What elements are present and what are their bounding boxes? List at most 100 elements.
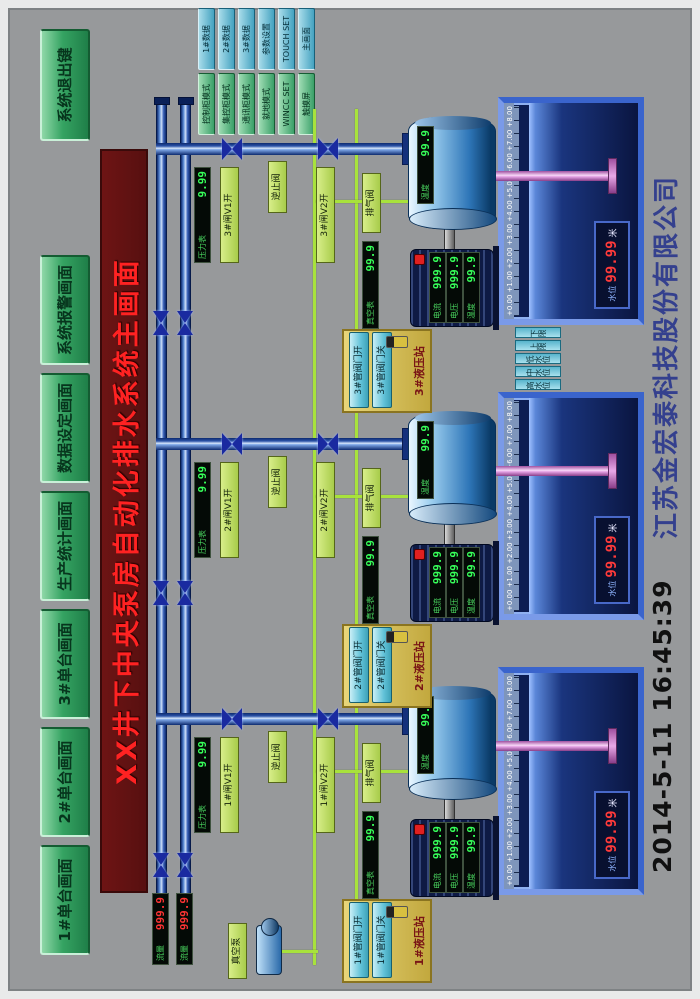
hydraulic-station-panel: 3#管阀门开 3#管阀门关 3#液压站: [342, 329, 432, 413]
motor-current-display: 电流 999.9: [429, 547, 446, 618]
current-label: 电流: [433, 873, 442, 889]
voltage-label: 电压: [450, 598, 459, 614]
nav-button-6[interactable]: 系统报警画面: [40, 255, 90, 365]
gate-valve1-status: 3#闸V1开: [220, 167, 239, 263]
level-scale: +0.00+1.00+2.00+3.00+4.00+5.00+6.00+7.00…: [504, 103, 514, 319]
check-valve-label: 逆止阀: [268, 731, 287, 783]
pump-temp-label: 温度: [421, 754, 430, 770]
pump-riser-pipe: [156, 143, 408, 155]
nav-button-2[interactable]: 2#单台画面: [40, 727, 90, 837]
gate-valve-icon: [222, 708, 242, 730]
water-level-readout: 水位 99.99 米: [594, 221, 630, 309]
level-scale-label: +2.00: [506, 247, 514, 269]
hydraulic-station-panel: 2#管阀门开 2#管阀门关 2#液压站: [342, 624, 432, 708]
vacuum-label: 真空表: [366, 301, 375, 325]
nav-button-4[interactable]: 生产统计画面: [40, 491, 90, 601]
level-marker-button[interactable]: 中水位: [515, 366, 561, 377]
hydraulic-station-title: 3#液压站: [413, 346, 426, 396]
mode-button[interactable]: 主画面: [298, 8, 315, 70]
current-value: 999.9: [431, 256, 444, 290]
mode-button[interactable]: 1#数据: [198, 8, 215, 70]
motor-graphic: 电流 999.9 电压 999.9 温度 99.9: [410, 544, 494, 622]
pressure-label: 压力表: [198, 530, 207, 554]
level-scale-label: +8.00: [506, 106, 514, 128]
level-scale-label: +1.00: [506, 840, 514, 863]
level-marker-strip: 高水位 中水位 低水位 上限 下限: [515, 327, 561, 390]
suction-strainer: [608, 158, 617, 194]
gate-valve2-status: 3#闸V2开: [316, 167, 335, 263]
nav-button-3[interactable]: 3#单台画面: [40, 609, 90, 719]
water-level-readout: 水位 99.99 米: [594, 516, 630, 604]
current-value: 999.9: [431, 826, 444, 860]
voltage-value: 999.9: [448, 826, 461, 860]
water-sump-panel: +0.00+1.00+2.00+3.00+4.00+5.00+6.00+7.00…: [498, 97, 644, 325]
motor-stop-button[interactable]: [414, 549, 425, 560]
oil-gauge-icon: [386, 336, 408, 348]
mode-button[interactable]: TOUCH SET: [278, 8, 295, 70]
level-scale-ticks: [514, 401, 519, 611]
level-scale-label: +4.00: [506, 495, 514, 517]
level-unit: 米: [608, 523, 619, 533]
level-unit: 米: [608, 228, 619, 238]
flow-meter-display: 流量 999.9: [176, 893, 193, 965]
pressure-value: 9.99: [196, 741, 209, 768]
current-value: 999.9: [431, 551, 444, 585]
motor-stop-button[interactable]: [414, 824, 425, 835]
motor-graphic: 电流 999.9 电压 999.9 温度 99.9: [410, 819, 494, 897]
gate-valve-icon: [222, 433, 242, 455]
mode-button[interactable]: 2#数据: [218, 8, 235, 70]
level-marker-button[interactable]: 高水位: [515, 379, 561, 390]
level-marker-button[interactable]: 低水位: [515, 353, 561, 364]
level-scale-label: +8.00: [506, 401, 514, 423]
suction-strainer: [608, 728, 617, 764]
pipe-valve-open-button[interactable]: 3#管阀门开: [349, 332, 369, 408]
motor-stop-button[interactable]: [414, 254, 425, 265]
current-label: 电流: [433, 303, 442, 319]
system-exit-button[interactable]: 系统退出键: [40, 29, 90, 141]
flow-value: 999.9: [178, 897, 191, 931]
voltage-label: 电压: [450, 303, 459, 319]
motor-temp-label: 温度: [467, 303, 476, 319]
hydraulic-station-title: 1#液压站: [413, 916, 426, 966]
voltage-label: 电压: [450, 873, 459, 889]
vacuum-value: 99.9: [364, 540, 377, 567]
pump-temp-value: 99.9: [419, 425, 432, 452]
mode-button[interactable]: 3#数据: [238, 8, 255, 70]
gate-valve-icon: [318, 138, 338, 160]
gate-valve-icon: [222, 138, 242, 160]
pipe-valve-open-button[interactable]: 2#管阀门开: [349, 627, 369, 703]
suction-pipe: [496, 741, 612, 751]
voltage-value: 999.9: [448, 256, 461, 290]
gate-valve1-status: 1#闸V1开: [220, 737, 239, 833]
pump-temp-value: 99.9: [419, 130, 432, 157]
level-scale-label: +3.00: [506, 518, 514, 541]
page-title: XX井下中央泵房自动化排水系统主画面: [100, 149, 148, 893]
suction-strainer: [608, 453, 617, 489]
level-marker-button[interactable]: 下限: [515, 327, 561, 338]
mode-button[interactable]: 参数设置: [258, 8, 275, 70]
gate-valve2-status: 2#闸V2开: [316, 462, 335, 558]
level-marker-button[interactable]: 上限: [515, 340, 561, 351]
motor-graphic: 电流 999.9 电压 999.9 温度 99.9: [410, 249, 494, 327]
motor-voltage-display: 电压 999.9: [446, 822, 463, 893]
pressure-gauge-display: 压力表 9.99: [194, 167, 211, 263]
level-scale-label: +3.00: [506, 793, 514, 816]
motor-voltage-display: 电压 999.9: [446, 252, 463, 323]
vacuum-label: 真空表: [366, 871, 375, 895]
water-sump-panel: +0.00+1.00+2.00+3.00+4.00+5.00+6.00+7.00…: [498, 667, 644, 895]
level-scale-label: +7.00: [506, 699, 514, 722]
coupling-shaft: [444, 227, 455, 251]
motor-temp-display: 温度 99.9: [463, 252, 480, 323]
pipe-valve-open-button[interactable]: 1#管阀门开: [349, 902, 369, 978]
water-level-readout: 水位 99.99 米: [594, 791, 630, 879]
vacuum-gauge-display: 真空表 99.9: [362, 241, 379, 329]
level-scale-label: +0.00: [506, 589, 514, 611]
nav-button-5[interactable]: 数据设定画面: [40, 373, 90, 483]
nav-button-1[interactable]: 1#单台画面: [40, 845, 90, 955]
main-pump-graphic: 温度 99.9: [408, 117, 496, 229]
hydraulic-station-title: 2#液压站: [413, 641, 426, 691]
level-value: 99.99: [604, 810, 620, 853]
pressure-value: 9.99: [196, 171, 209, 198]
gate-valve-icon: [318, 433, 338, 455]
